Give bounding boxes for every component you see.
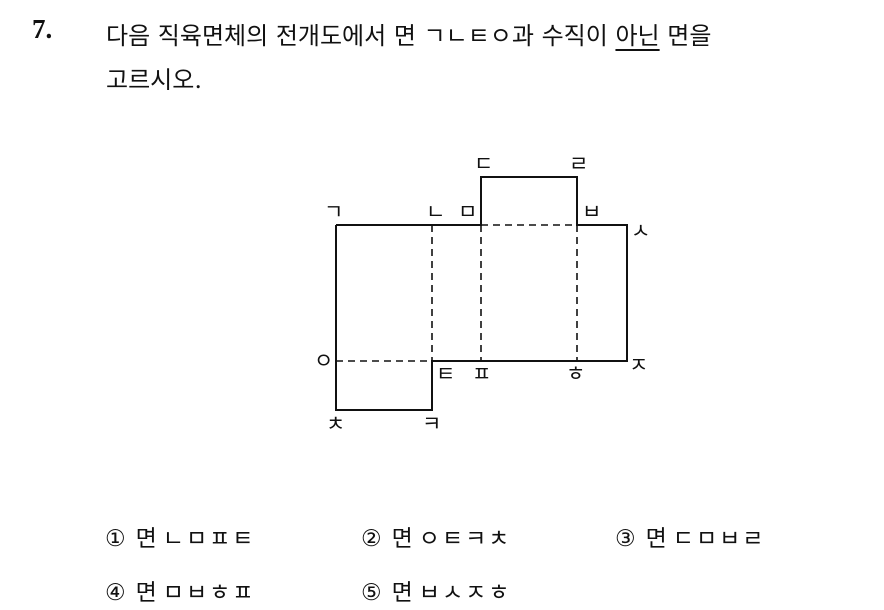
choice-prefix: 면 [391,580,413,606]
vertex-label: ㄱ [324,200,343,224]
question-number: 7. [32,14,53,44]
net-outline [335,176,628,411]
choice-prefix: 면 [645,526,667,552]
vertex-label: ㅂ [582,200,601,224]
choice-number: ① [105,526,126,552]
vertex-label: ㄴ [426,200,445,224]
vertex-label: ㄹ [569,152,588,176]
underlined-word: 아닌 [615,22,660,50]
question-line-1-end: 면을 [659,22,712,50]
fold-lines [336,224,578,362]
vertex-label: ㅈ [629,353,648,377]
vertex-label: ㅊ [326,412,345,436]
cuboid-net-figure: ㄱ ㄴ ㅁ ㄷ ㄹ ㅂ ㅅ ㅇ ㅌ ㅍ ㅎ ㅈ ㅊ ㅋ [300,150,680,450]
question-line-1: 다음 직육면체의 전개도에서 면 ㄱㄴㅌㅇ과 수직이 아닌 면을 [106,14,876,58]
vertex-label: ㅎ [566,362,585,386]
cuboid-net-diagram: ㄱ ㄴ ㅁ ㄷ ㄹ ㅂ ㅅ ㅇ ㅌ ㅍ ㅎ ㅈ ㅊ ㅋ [314,152,650,436]
vertex-label: ㅁ [458,200,477,224]
choice-prefix: 면 [135,526,157,552]
vertex-label: ㅌ [436,362,455,386]
vertex-label: ㄷ [474,152,493,176]
vertex-label: ㅋ [422,412,441,436]
choice-prefix: 면 [135,580,157,606]
choice-face: ㅇㅌㅋㅊ [418,526,512,552]
question-text: 다음 직육면체의 전개도에서 면 ㄱㄴㅌㅇ과 수직이 아닌 면을 고르시오. [106,14,876,102]
choice-face: ㅁㅂㅎㅍ [162,580,256,606]
choice-number: ④ [105,580,126,606]
choice-number: ③ [615,526,636,552]
choice-number: ② [361,526,382,552]
choice-face: ㄴㅁㅍㅌ [162,526,256,552]
vertex-label: ㅇ [314,349,333,373]
vertex-label: ㅍ [472,362,491,386]
choice-number: ⑤ [361,580,382,606]
choice-prefix: 면 [391,526,413,552]
question-line-1-start: 다음 직육면체의 전개도에서 면 ㄱㄴㅌㅇ과 수직이 [106,22,616,50]
vertex-label: ㅅ [631,219,650,243]
question-line-2: 고르시오. [106,66,202,94]
choice-face: ㅂㅅㅈㅎ [418,580,512,606]
choice-face: ㄷㅁㅂㄹ [672,526,766,552]
